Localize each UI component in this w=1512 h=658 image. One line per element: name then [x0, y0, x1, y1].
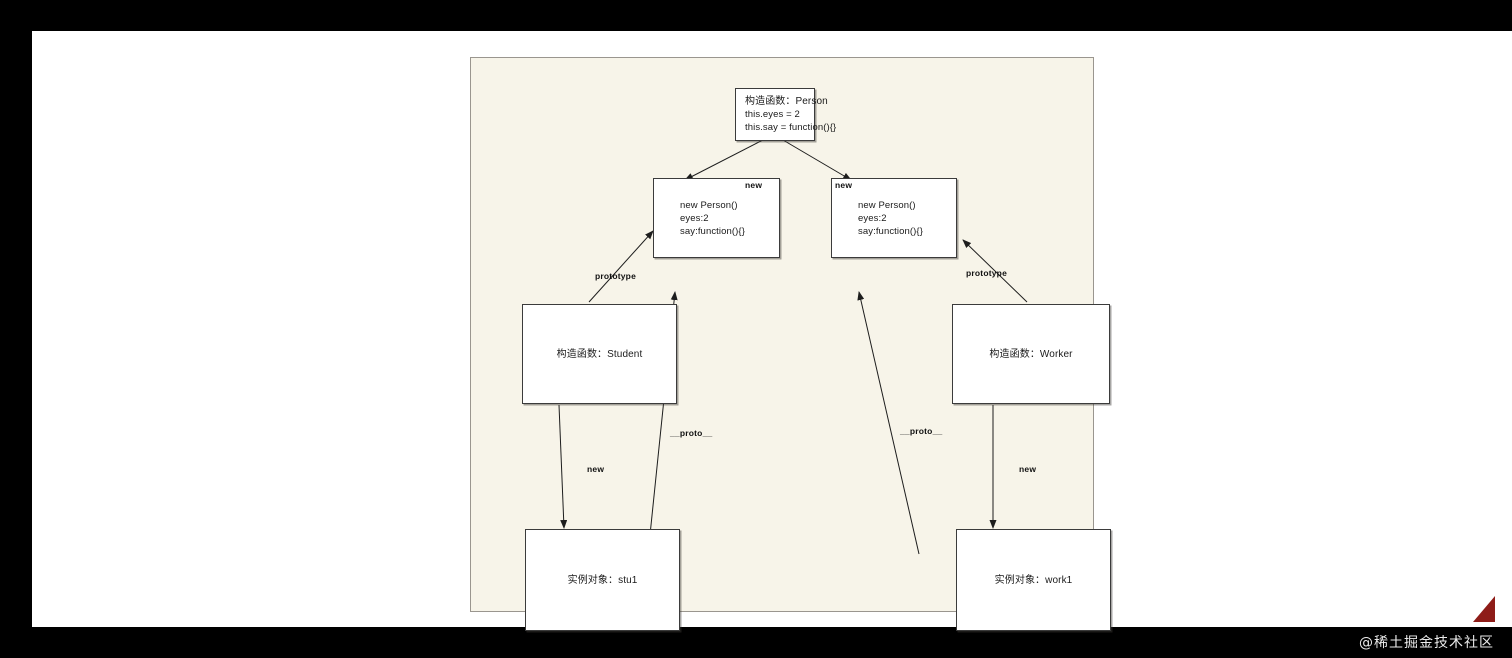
edge-label-worker-prototype: prototype — [966, 268, 1007, 278]
node-work1-instance[interactable]: 实例对象：work1 — [956, 529, 1111, 631]
node-text-line: 实例对象：work1 — [994, 574, 1073, 586]
edge-label-student-prototype: prototype — [595, 271, 636, 281]
node-text-line: 构造函数：Person — [745, 96, 828, 107]
article-sheet: 构造函数：Person this.eyes = 2 this.say = fun… — [32, 31, 1512, 631]
node-new-person-right[interactable]: new Person() eyes:2 say:function(){} — [831, 178, 957, 258]
edge-worker-prototype — [962, 239, 1028, 303]
node-text-line: say:function(){} — [858, 225, 923, 237]
watermark-text: @稀土掘金技术社区 — [1359, 635, 1494, 651]
node-new-person-left[interactable]: new Person() eyes:2 say:function(){} — [653, 178, 780, 258]
node-text-line: eyes:2 — [680, 212, 709, 224]
juejin-logo-icon — [1473, 596, 1495, 622]
node-text-line: 实例对象：stu1 — [567, 574, 638, 586]
edge-work1-proto — [857, 291, 920, 555]
edge-student-new-stu1 — [558, 404, 568, 529]
edge-label-stu1-proto: __proto__ — [670, 428, 713, 438]
edge-student-prototype — [588, 230, 654, 303]
edge-label-work1-proto: __proto__ — [900, 426, 943, 436]
diagram-canvas: 构造函数：Person this.eyes = 2 this.say = fun… — [470, 57, 1111, 631]
node-text-line: this.eyes = 2 — [745, 109, 800, 120]
node-student-constructor[interactable]: 构造函数：Student — [522, 304, 677, 404]
node-text-line: 构造函数：Student — [556, 348, 643, 360]
node-text-line: new Person() — [858, 199, 916, 211]
node-text-line: say:function(){} — [680, 225, 745, 237]
edge-label-worker-new: new — [1019, 464, 1037, 474]
node-stu1-instance[interactable]: 实例对象：stu1 — [525, 529, 680, 631]
edge-label-new-right: new — [835, 180, 853, 190]
node-worker-constructor[interactable]: 构造函数：Worker — [952, 304, 1110, 404]
node-text-line: this.say = function(){} — [745, 122, 837, 133]
edge-person-to-newright — [782, 139, 852, 181]
watermark: @稀土掘金技术社区 — [1359, 632, 1494, 652]
node-text-line: eyes:2 — [858, 212, 887, 224]
node-text-line: 构造函数：Worker — [989, 348, 1073, 360]
edge-label-student-new: new — [587, 464, 605, 474]
node-text-line: new Person() — [680, 199, 738, 211]
edge-label-new-left: new — [745, 180, 763, 190]
node-person-constructor[interactable]: 构造函数：Person this.eyes = 2 this.say = fun… — [735, 88, 836, 141]
edge-person-to-newleft — [684, 139, 764, 181]
